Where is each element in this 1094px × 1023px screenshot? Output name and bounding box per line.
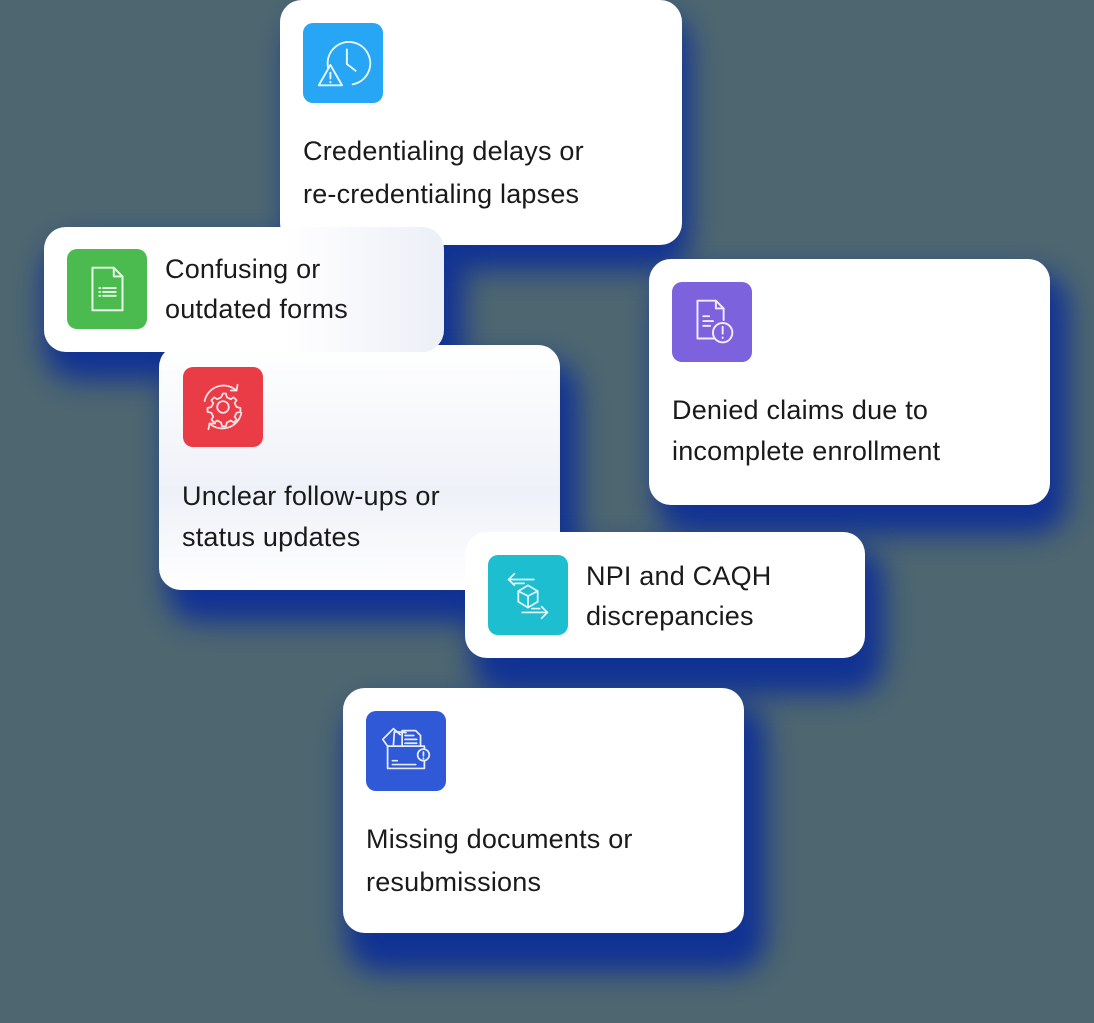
card-label-line2: re-credentialing lapses xyxy=(303,179,580,209)
card-label-line2: outdated forms xyxy=(165,294,348,324)
icon-tile-denied-claims xyxy=(672,282,752,362)
card-label-line1: Confusing or xyxy=(165,254,321,284)
cube-exchange-icon xyxy=(507,572,549,620)
card-label-line1: NPI and CAQH xyxy=(586,561,772,591)
card-npi-caqh: NPI and CAQH discrepancies xyxy=(465,532,865,658)
card-label-line2: status updates xyxy=(182,522,361,552)
card-denied-claims: Denied claims due to incomplete enrollme… xyxy=(649,259,1050,505)
card-missing-docs: Missing documents or resubmissions xyxy=(343,688,744,933)
card-label-line1: Unclear follow-ups or xyxy=(182,481,440,511)
icon-tile-credentialing xyxy=(303,23,383,103)
folder-documents-alert-icon xyxy=(381,727,431,770)
icon-tile-npi-caqh xyxy=(488,555,568,635)
gear-refresh-icon xyxy=(203,383,243,431)
card-label-line2: discrepancies xyxy=(586,601,754,631)
card-label-line1: Missing documents or xyxy=(366,824,633,854)
card-label-line2: incomplete enrollment xyxy=(672,436,941,466)
card-label-line2: resubmissions xyxy=(366,867,542,897)
card-label-line1: Credentialing delays or xyxy=(303,136,584,166)
card-label-line1: Denied claims due to xyxy=(672,395,929,425)
icon-tile-follow-ups xyxy=(183,367,263,447)
document-alert-icon xyxy=(696,299,734,344)
card-forms: Confusing or outdated forms xyxy=(44,227,444,352)
document-list-icon xyxy=(91,266,124,312)
card-credentialing: Credentialing delays or re-credentialing… xyxy=(280,0,682,245)
icon-tile-forms xyxy=(67,249,147,329)
icon-tile-missing-docs xyxy=(366,711,446,791)
clock-warning-icon xyxy=(317,41,372,87)
